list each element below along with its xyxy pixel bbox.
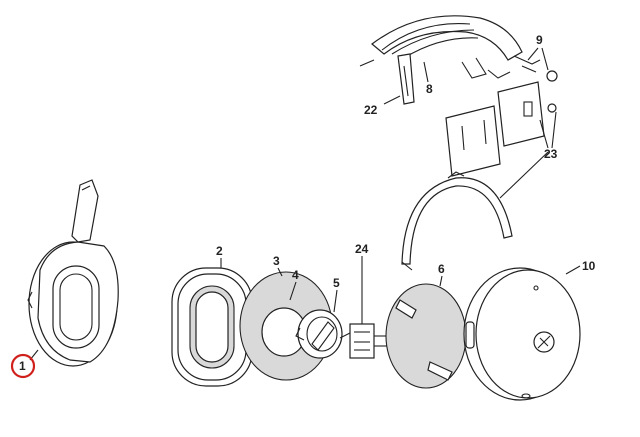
headband-wire xyxy=(401,151,549,271)
part-22-slider-strap xyxy=(397,53,415,105)
callout-10: 10 xyxy=(582,259,596,273)
part-10-outer-shell xyxy=(463,267,581,401)
part-6-foam-disc xyxy=(385,283,467,389)
part-8-headband-cushion xyxy=(359,15,523,79)
highlight-ring xyxy=(10,353,36,379)
part-24-connector xyxy=(349,323,388,359)
callout-2: 2 xyxy=(216,244,223,258)
part-5-speaker-element xyxy=(295,309,353,359)
callout-3: 3 xyxy=(273,254,280,268)
callout-8: 8 xyxy=(426,82,433,96)
part-23-adjuster-plates xyxy=(445,81,557,177)
callout-6: 6 xyxy=(438,262,445,276)
part-9-hardware xyxy=(513,55,558,82)
callout-24: 24 xyxy=(355,242,369,256)
callout-9: 9 xyxy=(536,33,543,47)
callout-4: 4 xyxy=(292,268,299,282)
part-1-ear-cup-assembly xyxy=(27,179,119,367)
callout-1: 1 xyxy=(19,359,26,373)
part-2-ear-cushion xyxy=(171,267,253,387)
callout-23: 23 xyxy=(544,147,558,161)
callout-22: 22 xyxy=(364,103,378,117)
callout-5: 5 xyxy=(333,276,340,290)
